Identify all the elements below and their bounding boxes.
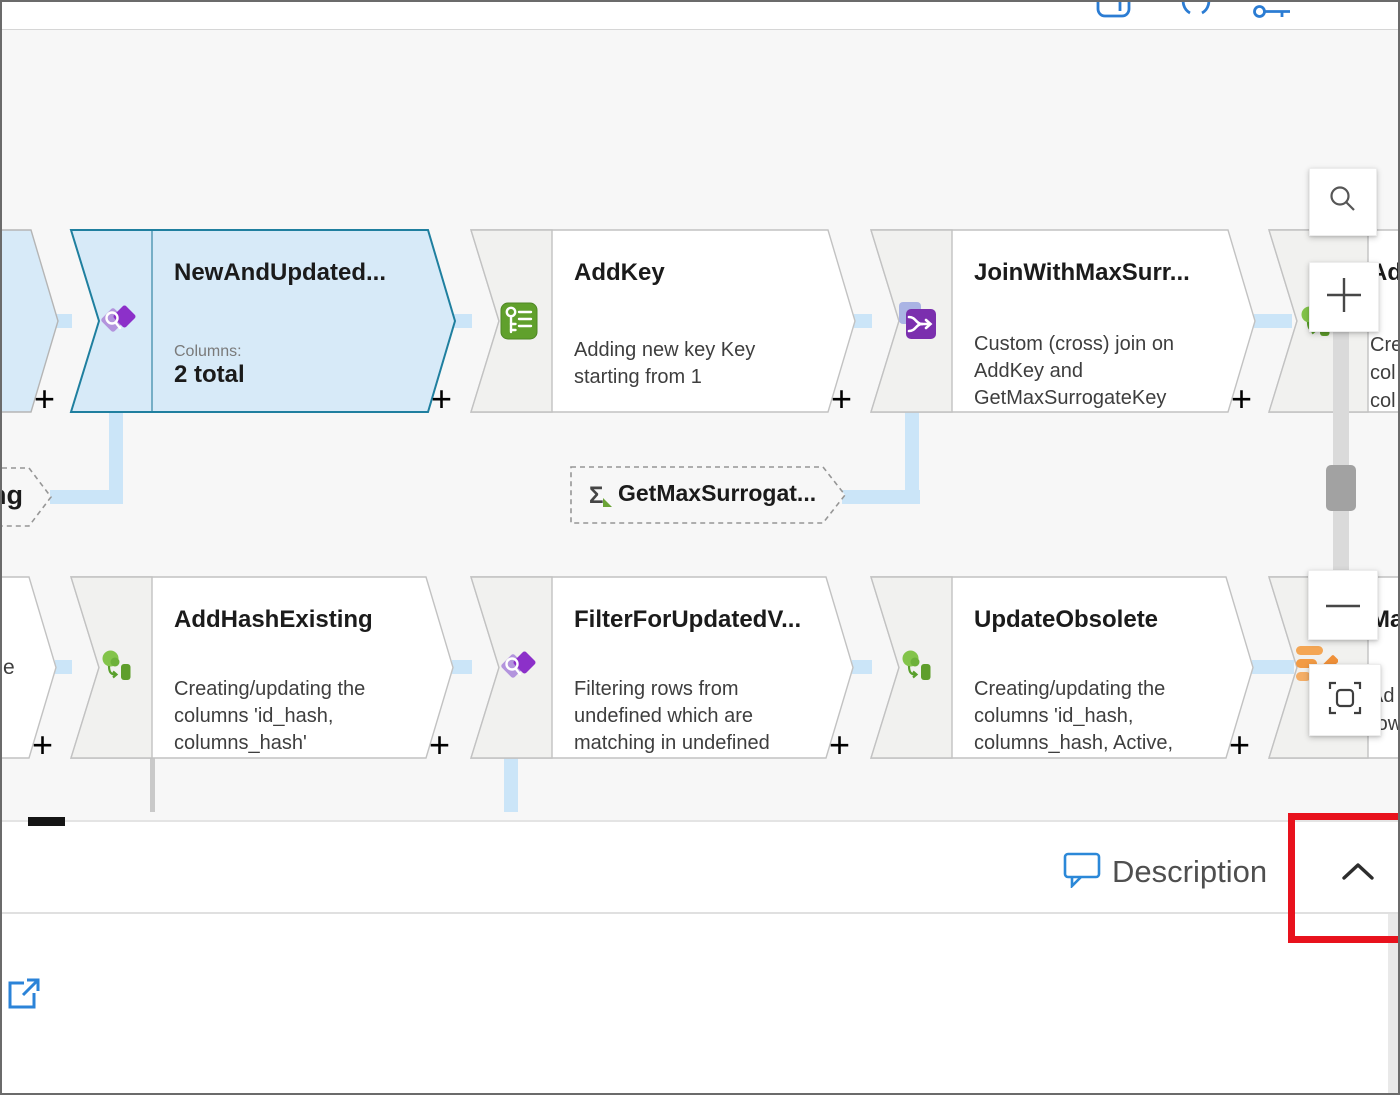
stream-connector <box>852 660 872 674</box>
exists-transformation-icon <box>98 301 142 346</box>
node-title: UpdateObsolete <box>974 606 1159 633</box>
add-transformation-button[interactable]: + <box>33 378 55 419</box>
node-description: Custom (cross) join on AddKey and GetMax… <box>974 333 1175 409</box>
node-title: AddKey <box>574 259 665 286</box>
save-icon[interactable] <box>1096 2 1132 25</box>
description-label: Description <box>1112 854 1268 889</box>
node-title: JoinWithMaxSurr... <box>974 259 1190 286</box>
panel-divider <box>2 820 1398 822</box>
node-title: GetMaxSurrogat... <box>618 480 817 506</box>
stream-connector <box>55 660 72 674</box>
node-partial-left-bottom[interactable]: e + <box>2 576 57 763</box>
exists-transformation-icon <box>498 647 542 692</box>
zoom-in-button[interactable] <box>1309 262 1379 332</box>
open-external-icon[interactable] <box>5 977 41 1018</box>
join-transformation-icon <box>898 301 938 346</box>
node-description-fragment: e <box>3 656 15 679</box>
add-transformation-button[interactable]: + <box>1230 378 1252 419</box>
node-newandupdated[interactable]: NewAndUpdated... Columns: 2 total + <box>69 229 457 417</box>
top-toolbar <box>2 2 1398 30</box>
node-addhashexisting[interactable]: AddHashExisting Creating/updating the co… <box>70 576 454 763</box>
zoom-out-button[interactable] <box>1308 570 1378 640</box>
stream-connector-elbow <box>50 490 123 504</box>
node-title: FilterForUpdatedV... <box>574 606 802 633</box>
add-transformation-button[interactable]: + <box>1228 724 1250 765</box>
fit-to-screen-button[interactable] <box>1309 664 1381 736</box>
node-description: Creating/updating the columns 'id_hash, … <box>974 678 1173 754</box>
braces-icon[interactable] <box>1180 2 1212 23</box>
node-columns-value: 2 total <box>174 361 245 388</box>
search-button[interactable] <box>1309 168 1377 236</box>
stream-connector-elbow <box>905 412 919 504</box>
node-description: Cre col col M <box>1370 334 1398 411</box>
add-transformation-button[interactable]: + <box>428 724 450 765</box>
chevron-up-icon <box>1340 859 1376 886</box>
node-description: Adding new key Key starting from 1 <box>574 339 756 388</box>
panel-scrollbar[interactable] <box>1388 914 1398 1093</box>
node-updateobsolete[interactable]: UpdateObsolete Creating/updating the col… <box>870 576 1254 763</box>
stream-connector <box>454 314 472 328</box>
derived-column-icon <box>100 649 136 690</box>
node-filterforupdated[interactable]: FilterForUpdatedV... Filtering rows from… <box>470 576 854 763</box>
comment-bubble-icon <box>1063 852 1103 893</box>
add-transformation-button[interactable]: + <box>828 724 850 765</box>
plus-icon <box>1324 275 1364 320</box>
add-transformation-button[interactable]: + <box>830 378 852 419</box>
node-getmaxsurrogatekey[interactable]: Σ GetMaxSurrogat... <box>570 466 847 524</box>
search-icon <box>1327 184 1359 221</box>
node-partial-left-dashed[interactable]: ng <box>2 467 53 527</box>
panel-resize-handle[interactable] <box>28 817 65 826</box>
derived-column-icon <box>900 649 936 690</box>
fit-to-screen-icon <box>1326 679 1364 722</box>
node-partial-left-top[interactable]: + <box>2 229 59 417</box>
node-title: NewAndUpdated... <box>174 259 387 286</box>
node-description: Filtering rows from undefined which are … <box>574 678 770 754</box>
surrogate-key-icon <box>500 302 538 345</box>
stream-connector-elbow <box>109 412 123 504</box>
stream-connector-elbow <box>842 490 920 504</box>
node-addkey[interactable]: AddKey Adding new key Key starting from … <box>470 229 856 417</box>
collapse-description-button[interactable] <box>1332 850 1384 894</box>
stream-connector <box>854 314 872 328</box>
svg-text:Σ: Σ <box>589 482 603 509</box>
node-title: AddHashExisting <box>174 606 373 633</box>
panel-divider <box>2 912 1398 914</box>
stream-connector <box>1252 660 1294 674</box>
add-transformation-button[interactable]: + <box>31 724 53 765</box>
stream-connector <box>504 757 518 812</box>
zoom-slider-thumb[interactable] <box>1326 465 1356 511</box>
aggregate-icon: Σ <box>588 480 616 515</box>
minus-icon <box>1323 596 1363 614</box>
node-columns-label: Columns: <box>174 343 242 360</box>
stream-connector <box>1254 314 1292 328</box>
stream-connector-gray <box>150 758 155 812</box>
add-transformation-button[interactable]: + <box>430 378 452 419</box>
key-icon[interactable] <box>1252 3 1294 26</box>
dataflow-canvas[interactable]: + NewAndUpdated... Columns: 2 total + <box>2 30 1398 821</box>
stream-connector <box>452 660 472 674</box>
node-title-fragment: ng <box>2 480 23 510</box>
node-joinwithmaxsurrogate[interactable]: JoinWithMaxSurr... Custom (cross) join o… <box>870 229 1256 417</box>
node-description: Creating/updating the columns 'id_hash, … <box>174 678 366 754</box>
zoom-slider-track[interactable] <box>1333 328 1349 570</box>
